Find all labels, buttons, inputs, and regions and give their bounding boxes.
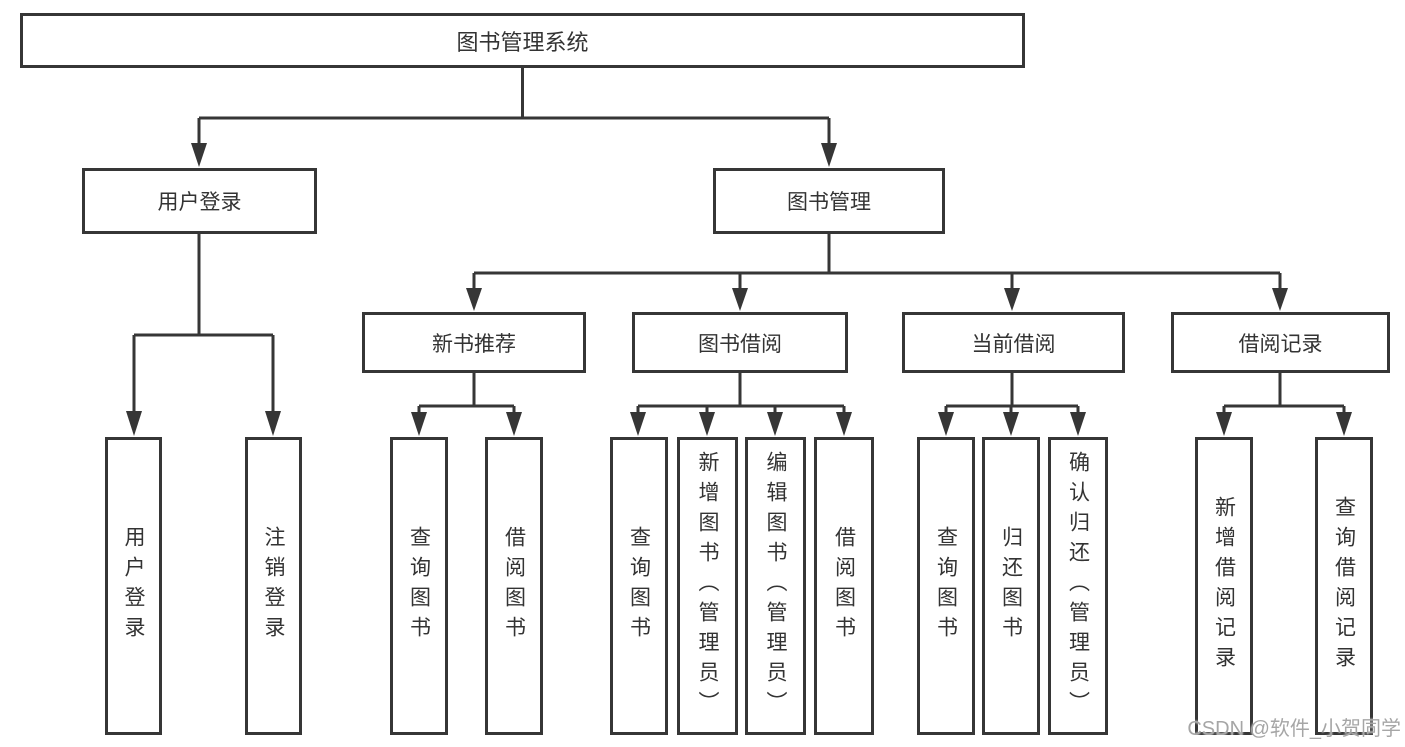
leaf-query-books-borrowing: 查询图书 [610, 437, 668, 735]
node-current-borrowing-label: 当前借阅 [971, 332, 1056, 356]
node-borrowing-records-label: 借阅记录 [1238, 332, 1323, 356]
leaf-borrow-books: 借阅图书 [814, 437, 874, 735]
leaf-query-books-current: 查询图书 [917, 437, 975, 735]
root-node-label: 图书管理系统 [456, 29, 589, 55]
node-book-management: 图书管理 [713, 168, 945, 234]
leaf-borrow-books-recommend-label: 借阅图书 [502, 526, 526, 646]
leaf-return-books: 归还图书 [982, 437, 1040, 735]
leaf-return-books-label: 归还图书 [999, 526, 1023, 646]
node-new-book-recommendation: 新书推荐 [362, 312, 586, 373]
leaf-edit-book-admin: 编辑图书（管理员） [745, 437, 806, 735]
leaf-add-book-admin-label: 新增图书（管理员） [696, 451, 719, 721]
leaf-query-books-recommend: 查询图书 [390, 437, 448, 735]
leaf-query-books-borrowing-label: 查询图书 [627, 526, 651, 646]
node-user-login-label: 用户登录 [157, 191, 242, 214]
node-new-book-recommendation-label: 新书推荐 [432, 332, 516, 356]
leaf-add-borrow-record: 新增借阅记录 [1195, 437, 1253, 735]
leaf-confirm-return-admin-label: 确认归还（管理员） [1066, 451, 1090, 721]
leaf-query-borrow-record-label: 查询借阅记录 [1332, 496, 1356, 676]
leaf-add-book-admin: 新增图书（管理员） [677, 437, 738, 735]
node-book-borrowing: 图书借阅 [632, 312, 848, 373]
leaf-query-books-recommend-label: 查询图书 [407, 526, 431, 646]
leaf-logout-login: 注销登录 [245, 437, 302, 735]
watermark: CSDN @软件_小贺同学 [1187, 718, 1401, 740]
node-book-borrowing-label: 图书借阅 [698, 332, 782, 356]
leaf-user-login-label: 用户登录 [122, 526, 145, 646]
leaf-query-borrow-record: 查询借阅记录 [1315, 437, 1373, 735]
root-node: 图书管理系统 [20, 13, 1025, 68]
leaf-edit-book-admin-label: 编辑图书（管理员） [764, 451, 787, 721]
node-current-borrowing: 当前借阅 [902, 312, 1125, 373]
node-user-login: 用户登录 [82, 168, 317, 234]
leaf-borrow-books-label: 借阅图书 [832, 526, 856, 646]
leaf-confirm-return-admin: 确认归还（管理员） [1048, 437, 1108, 735]
leaf-query-books-current-label: 查询图书 [934, 526, 958, 646]
leaf-add-borrow-record-label: 新增借阅记录 [1212, 496, 1236, 676]
leaf-user-login: 用户登录 [105, 437, 162, 735]
node-borrowing-records: 借阅记录 [1171, 312, 1390, 373]
node-book-management-label: 图书管理 [787, 191, 871, 214]
leaf-borrow-books-recommend: 借阅图书 [485, 437, 543, 735]
leaf-logout-login-label: 注销登录 [262, 526, 285, 646]
